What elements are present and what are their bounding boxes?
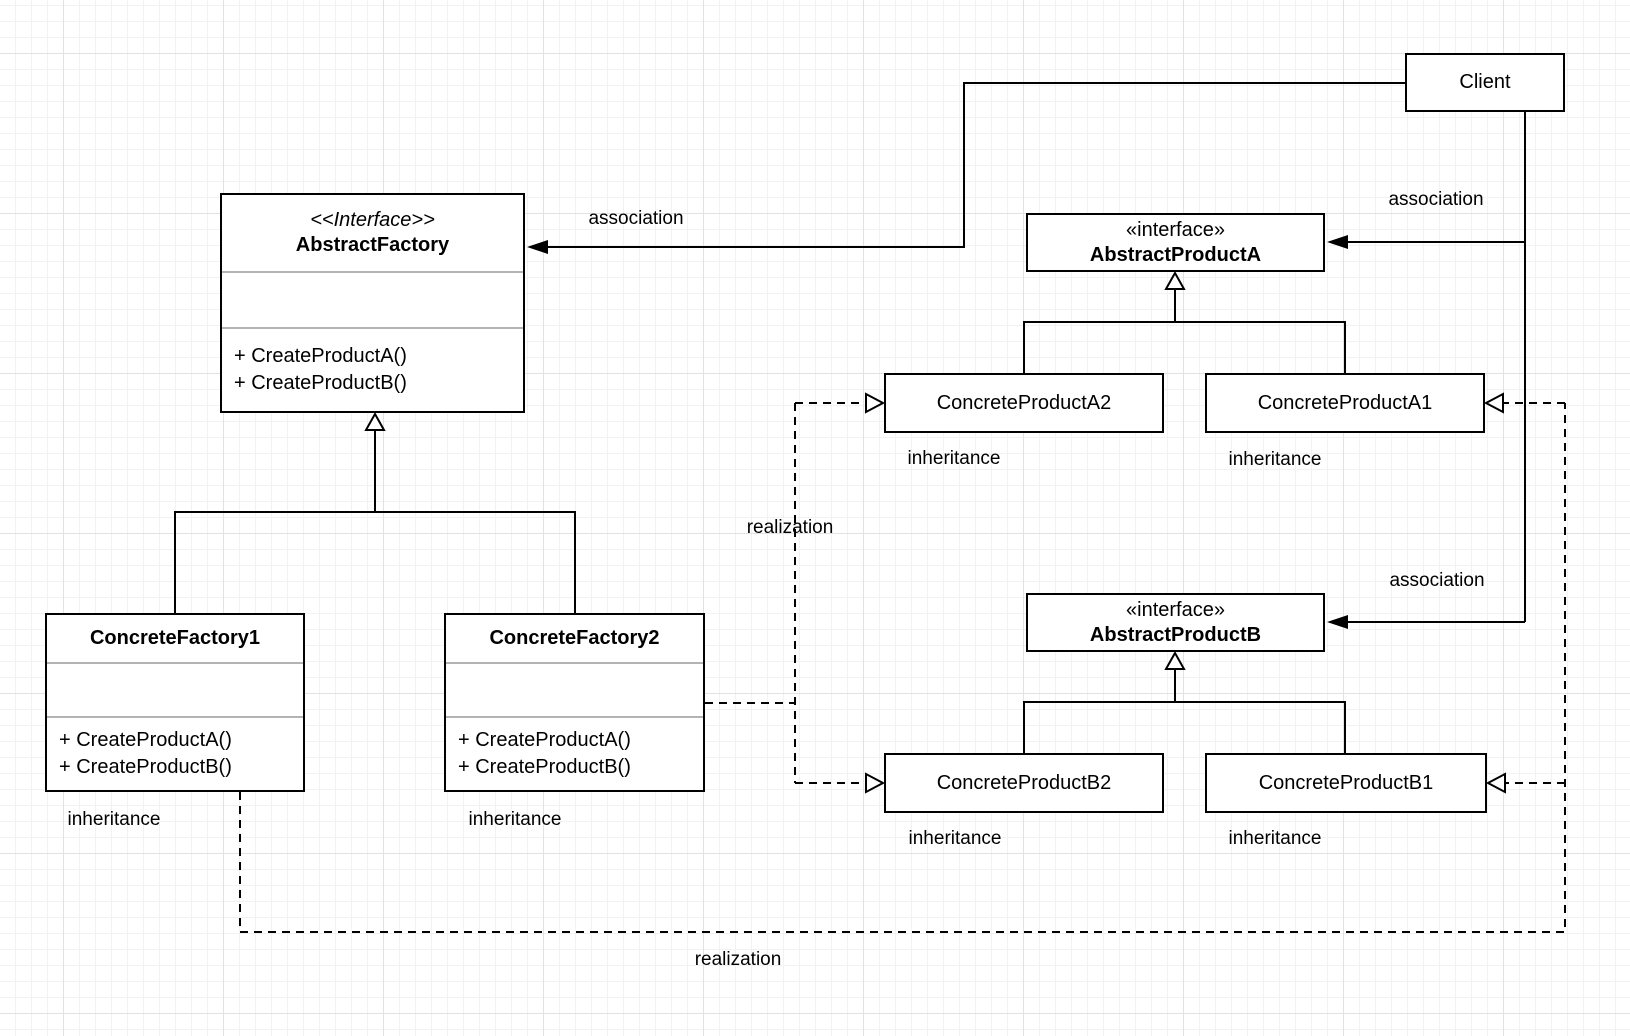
edge-inheritance-products-a[interactable] xyxy=(1023,289,1346,373)
class-header: «interface» AbstractProductB xyxy=(1028,595,1323,650)
edge-label-association-factory[interactable]: association xyxy=(588,208,684,229)
realization-arrowhead-a2 xyxy=(865,392,886,414)
class-header: «interface» AbstractProductA xyxy=(1028,215,1323,270)
edge-label-inheritance-factory1[interactable]: inheritance xyxy=(67,809,161,830)
class-header: ConcreteProductB1 xyxy=(1207,755,1485,811)
method-item: + CreateProductB() xyxy=(458,756,631,778)
edge-label-realization-left[interactable]: realization xyxy=(746,517,834,538)
method-item: + CreateProductA() xyxy=(458,729,631,751)
stereotype-label: «interface» xyxy=(1126,598,1225,621)
edge-realization-factory1[interactable] xyxy=(239,402,1566,933)
edge-label-inheritance-product-a1[interactable]: inheritance xyxy=(1228,449,1322,470)
edge-label-inheritance-product-b1[interactable]: inheritance xyxy=(1228,828,1322,849)
class-name: ConcreteProductA2 xyxy=(936,391,1112,414)
edge-label-realization-bottom[interactable]: realization xyxy=(694,949,782,970)
class-header: ConcreteProductA1 xyxy=(1207,375,1483,431)
realization-arrowhead-b2 xyxy=(865,772,886,794)
attributes-section xyxy=(446,662,703,716)
realization-arrowhead-a1 xyxy=(1483,392,1504,414)
class-concrete-factory2[interactable]: ConcreteFactory2 + CreateProductA() + Cr… xyxy=(444,613,705,792)
edge-label-association-product-a[interactable]: association xyxy=(1388,189,1484,210)
class-concrete-product-b2[interactable]: ConcreteProductB2 xyxy=(884,753,1164,813)
method-item: + CreateProductA() xyxy=(234,345,407,367)
class-abstract-product-a[interactable]: «interface» AbstractProductA xyxy=(1026,213,1325,272)
class-concrete-product-a2[interactable]: ConcreteProductA2 xyxy=(884,373,1164,433)
inheritance-arrowhead-product-b xyxy=(1164,650,1186,670)
class-concrete-product-a1[interactable]: ConcreteProductA1 xyxy=(1205,373,1485,433)
method-item: + CreateProductB() xyxy=(234,372,407,394)
class-name: Client xyxy=(1459,71,1511,93)
class-name: ConcreteProductA1 xyxy=(1257,391,1433,414)
class-name: AbstractProductB xyxy=(1089,623,1262,646)
methods-section: + CreateProductA() + CreateProductB() xyxy=(446,716,703,790)
methods-section: + CreateProductA() + CreateProductB() xyxy=(47,716,303,790)
edge-label-inheritance-factory2[interactable]: inheritance xyxy=(468,809,562,830)
class-name: ConcreteFactory2 xyxy=(489,627,660,649)
edge-inheritance-products-b[interactable] xyxy=(1023,669,1346,753)
edge-association-client-factory[interactable] xyxy=(548,82,1405,248)
class-name: ConcreteProductB1 xyxy=(1258,771,1434,794)
class-name: AbstractFactory xyxy=(295,234,450,256)
edge-realization-factory2[interactable] xyxy=(705,402,866,784)
class-client[interactable]: Client xyxy=(1405,53,1565,112)
method-item: + CreateProductB() xyxy=(59,756,232,778)
stereotype-label: <<Interface>> xyxy=(310,209,435,231)
class-abstract-factory[interactable]: <<Interface>> AbstractFactory + CreatePr… xyxy=(220,193,525,413)
class-concrete-factory1[interactable]: ConcreteFactory1 + CreateProductA() + Cr… xyxy=(45,613,305,792)
realization-arrowhead-b1 xyxy=(1485,772,1506,794)
class-header: <<Interface>> AbstractFactory xyxy=(222,195,523,271)
class-name: ConcreteFactory1 xyxy=(89,627,261,649)
edge-inheritance-factories[interactable] xyxy=(174,430,576,613)
association-arrowhead-product-b xyxy=(1327,615,1348,629)
association-arrowhead-factory xyxy=(527,240,548,254)
class-abstract-product-b[interactable]: «interface» AbstractProductB xyxy=(1026,593,1325,652)
edge-label-inheritance-product-b2[interactable]: inheritance xyxy=(908,828,1002,849)
class-header: ConcreteFactory1 xyxy=(47,615,303,662)
class-header: ConcreteProductB2 xyxy=(886,755,1162,811)
class-concrete-product-b1[interactable]: ConcreteProductB1 xyxy=(1205,753,1487,813)
attributes-section xyxy=(222,271,523,327)
edge-label-association-product-b[interactable]: association xyxy=(1389,570,1485,591)
edge-association-client-products[interactable] xyxy=(1348,112,1526,623)
stereotype-label: «interface» xyxy=(1126,218,1225,241)
methods-section: + CreateProductA() + CreateProductB() xyxy=(222,327,523,411)
class-header: ConcreteProductA2 xyxy=(886,375,1162,431)
association-arrowhead-product-a xyxy=(1327,235,1348,249)
class-header: ConcreteFactory2 xyxy=(446,615,703,662)
class-name: ConcreteProductB2 xyxy=(936,771,1112,794)
class-header: Client xyxy=(1407,55,1563,110)
class-name: AbstractProductA xyxy=(1089,243,1262,266)
edge-label-inheritance-product-a2[interactable]: inheritance xyxy=(907,448,1001,469)
method-item: + CreateProductA() xyxy=(59,729,232,751)
inheritance-arrowhead-factories xyxy=(364,411,386,431)
inheritance-arrowhead-product-a xyxy=(1164,270,1186,290)
attributes-section xyxy=(47,662,303,716)
